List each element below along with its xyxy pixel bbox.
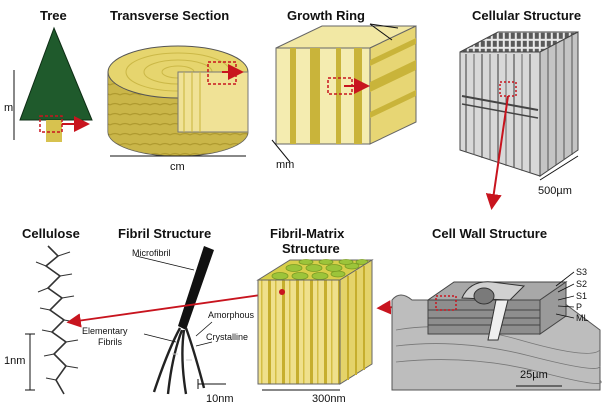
cellular-scale-line xyxy=(539,155,579,181)
label-fibrils: Fibrils xyxy=(98,337,122,347)
layer-label-s2: S2 xyxy=(576,279,587,289)
microfibril-shaft xyxy=(178,246,214,330)
cellwall-scale: 25µm xyxy=(520,369,548,381)
panel-fibril: Fibril Structure Microfibril Amorphous C… xyxy=(82,226,255,405)
cellwall-title: Cell Wall Structure xyxy=(432,226,547,241)
cellular-right xyxy=(539,31,579,177)
tree-crown xyxy=(19,26,93,121)
cellular-arrow xyxy=(485,95,509,210)
matrix-title-1: Fibril-Matrix xyxy=(270,226,345,241)
matrix-title-2: Structure xyxy=(282,241,340,256)
wedge-cut xyxy=(177,71,249,133)
label-microfibril: Microfibril xyxy=(132,248,171,258)
transverse-title: Transverse Section xyxy=(110,8,229,23)
panel-tree: Tree m xyxy=(4,8,93,142)
panel-matrix: Fibril-Matrix Structure 300nm xyxy=(256,226,374,405)
panel-cellwall: Cell Wall Structure S3 S2 S1 P ML xyxy=(391,226,602,391)
tree-title: Tree xyxy=(40,8,67,23)
cellular-title: Cellular Structure xyxy=(472,8,581,23)
growth-scale: mm xyxy=(276,159,294,171)
cellulose-chain xyxy=(44,245,68,395)
panel-growth: Growth Ring mm xyxy=(271,8,417,171)
transverse-scale: cm xyxy=(170,161,185,173)
label-elementary: Elementary xyxy=(82,326,128,336)
matrix-to-cellulose-arrow xyxy=(66,291,283,328)
matrix-front xyxy=(257,279,341,385)
cellwall-zoom-box xyxy=(435,295,457,311)
tree-scale: m xyxy=(4,102,13,114)
layer-label-s3: S3 xyxy=(576,267,587,277)
growth-scale-line xyxy=(271,139,291,163)
cellwall-layers xyxy=(427,299,541,335)
cellulose-scale: 1nm xyxy=(4,355,25,367)
layer-label-p: P xyxy=(576,302,582,312)
layer-label-ml: ML xyxy=(576,313,589,323)
panel-cellular: Cellular Structure 500µm xyxy=(459,8,581,210)
matrix-scale: 300nm xyxy=(312,393,346,405)
tree-trunk xyxy=(46,120,62,142)
cellular-scale: 500µm xyxy=(538,185,572,197)
panel-transverse: Transverse Section cm xyxy=(107,8,249,173)
fibril-scale: 10nm xyxy=(206,393,234,405)
cellulose-title: Cellulose xyxy=(22,226,80,241)
panel-cellulose: Cellulose 1nm xyxy=(4,226,80,395)
layer-label-s1: S1 xyxy=(576,291,587,301)
label-amorphous: Amorphous xyxy=(208,310,255,320)
elementary-fibrils xyxy=(152,327,206,395)
label-crystalline: Crystalline xyxy=(206,332,248,342)
microfibril-cross-sections xyxy=(271,259,369,280)
growth-title: Growth Ring xyxy=(287,8,365,23)
fibril-title: Fibril Structure xyxy=(118,226,211,241)
